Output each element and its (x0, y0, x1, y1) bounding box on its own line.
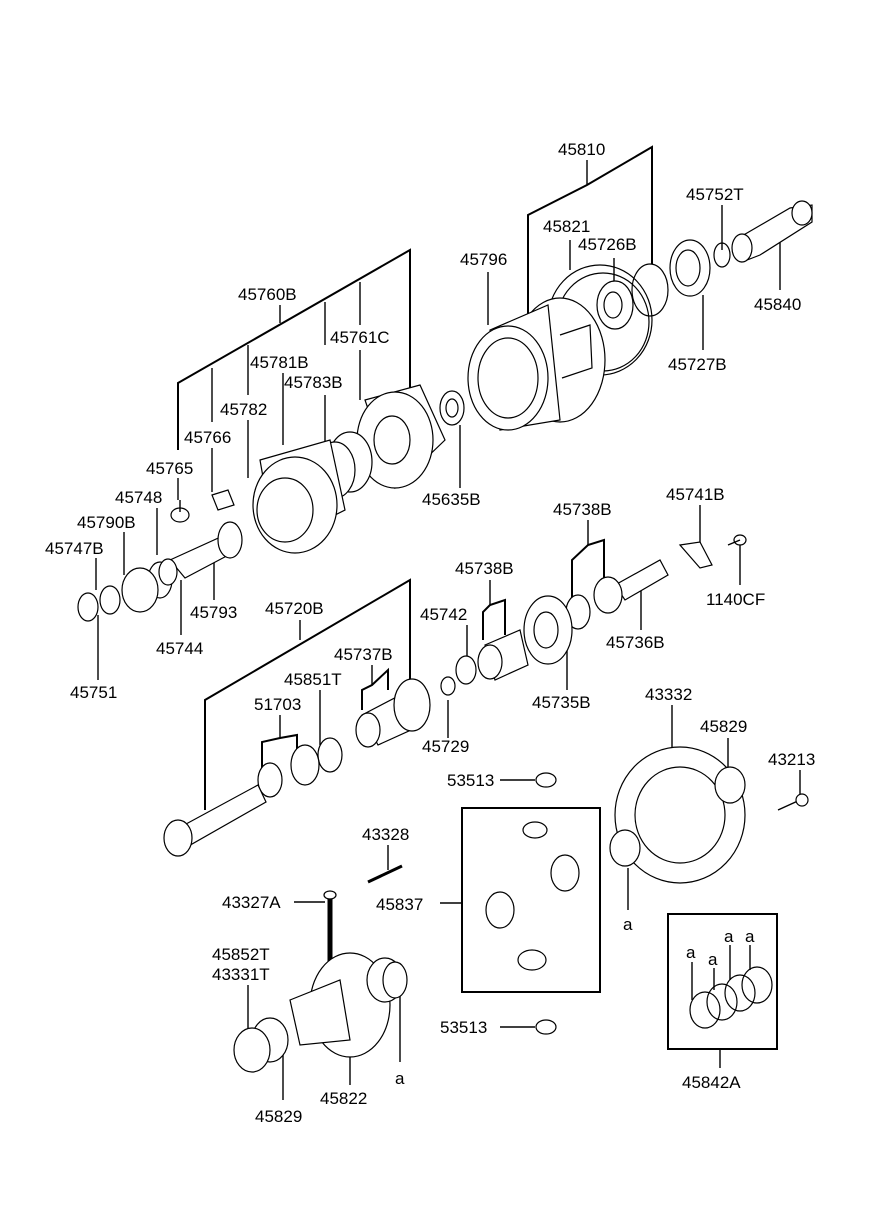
drum-45781B (252, 439, 346, 554)
label-45744: 45744 (156, 639, 203, 658)
label-a-box-1: a (686, 943, 696, 962)
bolt-43213 (777, 793, 809, 811)
label-45751: 45751 (70, 683, 117, 702)
label-45726B: 45726B (578, 235, 637, 254)
snap-ring-45751 (77, 592, 99, 622)
label-43328: 43328 (362, 825, 409, 844)
shim-a-middle (609, 829, 641, 867)
gear-45737B (355, 678, 431, 748)
label-45737B: 45737B (334, 645, 393, 664)
label-45741B: 45741B (666, 485, 725, 504)
label-45810: 45810 (558, 140, 605, 159)
washer-45635B (439, 390, 465, 426)
label-a-box-2: a (708, 950, 718, 969)
bearing-45726B (596, 263, 669, 330)
label-1140CF: 1140CF (706, 590, 765, 609)
label-43332: 43332 (645, 685, 692, 704)
washer-45742 (455, 655, 477, 685)
differential-gears-45837 (485, 821, 580, 971)
label-a-middle: a (623, 915, 633, 934)
bearing-45738B-lower (477, 629, 529, 681)
label-45829-lower: 45829 (255, 1107, 302, 1126)
label-45837: 45837 (376, 895, 423, 914)
label-a-left: a (395, 1069, 405, 1088)
ring-gear-43332 (614, 746, 746, 884)
label-45738B-upper: 45738B (553, 500, 612, 519)
label-45760B: 45760B (238, 285, 297, 304)
snap-ring-45752T (713, 242, 731, 268)
label-45781B: 45781B (250, 353, 309, 372)
ring-45747B (99, 585, 121, 615)
label-a-box-4: a (745, 927, 755, 946)
bearing-45829-lower (233, 1017, 289, 1073)
label-45851T: 45851T (284, 670, 342, 689)
label-45766: 45766 (184, 428, 231, 447)
bearing-45829-right (714, 766, 746, 804)
output-shaft-45840 (731, 200, 813, 263)
leader-lines (95, 145, 801, 1100)
shaft-45793 (169, 521, 243, 579)
label-45748: 45748 (115, 488, 162, 507)
differential-gear-set-box (461, 807, 601, 993)
bearing-45727B (669, 239, 711, 297)
label-45842A: 45842A (682, 1073, 741, 1092)
label-45736B: 45736B (606, 633, 665, 652)
label-45747B: 45747B (45, 539, 104, 558)
carrier-45761C (356, 384, 446, 490)
label-45635B: 45635B (422, 490, 481, 509)
label-45720B: 45720B (265, 599, 324, 618)
label-51703: 51703 (254, 695, 301, 714)
label-53513-lower: 53513 (440, 1018, 487, 1037)
pin-43328 (367, 864, 403, 884)
label-45761C: 45761C (330, 328, 390, 347)
ring-gear-45796 (467, 297, 606, 431)
shaft-43327A (323, 890, 337, 965)
washer-45729 (440, 676, 456, 696)
bearing-51703 (257, 737, 343, 798)
gear-45735B (523, 595, 573, 665)
part-labels: 45810 45752T 45821 45726B 45796 45840 45… (45, 140, 815, 1126)
label-53513-upper: 53513 (447, 771, 494, 790)
label-45742: 45742 (420, 605, 467, 624)
label-45729: 45729 (422, 737, 469, 756)
bearing-45790B (121, 558, 178, 613)
label-45796: 45796 (460, 250, 507, 269)
label-45727B: 45727B (668, 355, 727, 374)
label-45852T: 45852T (212, 945, 270, 964)
shims-45842A (689, 966, 773, 1029)
label-a-box-3: a (724, 927, 734, 946)
label-45822: 45822 (320, 1089, 367, 1108)
label-45765: 45765 (146, 459, 193, 478)
label-45752T: 45752T (686, 185, 744, 204)
label-45738B-lower: 45738B (455, 559, 514, 578)
label-45829-right: 45829 (700, 717, 747, 736)
bearing-45738B-upper (565, 576, 623, 630)
label-43331T: 43331T (212, 965, 270, 984)
label-45821: 45821 (543, 217, 590, 236)
washer-53513-upper (535, 772, 557, 788)
label-45783B: 45783B (284, 373, 343, 392)
label-45840: 45840 (754, 295, 801, 314)
bolt-1140CF (727, 534, 747, 546)
label-45735B: 45735B (532, 693, 591, 712)
key-45766 (211, 489, 235, 511)
label-45790B: 45790B (77, 513, 136, 532)
pinion-shaft-45720B (163, 784, 267, 857)
label-43327A: 43327A (222, 893, 281, 912)
label-43213: 43213 (768, 750, 815, 769)
washer-53513-lower (535, 1019, 557, 1035)
shim-set-box (667, 913, 778, 1050)
label-45782: 45782 (220, 400, 267, 419)
shim-a-left (382, 961, 408, 999)
bracket-45741B (678, 541, 713, 569)
bolt-45765 (170, 500, 190, 523)
label-45793: 45793 (190, 603, 237, 622)
